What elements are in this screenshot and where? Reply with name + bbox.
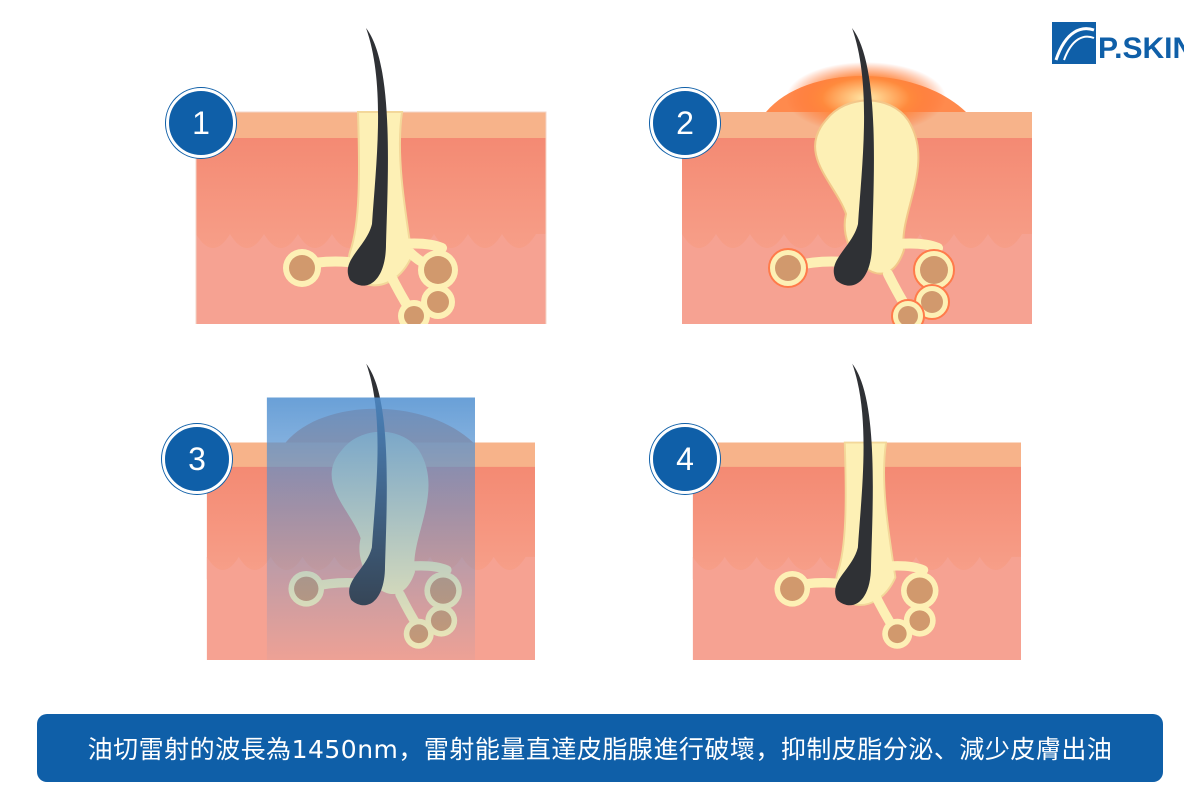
step-number-badge: 3 xyxy=(162,424,232,494)
step-3-panel xyxy=(190,360,550,660)
step-4-panel xyxy=(676,360,1036,660)
skin-cross-section-restored xyxy=(692,363,1021,660)
skin-cross-section-normal xyxy=(195,28,547,324)
step-number-badge: 1 xyxy=(166,88,236,158)
skin-cross-section-clogged xyxy=(682,28,1032,324)
hair-strand xyxy=(835,363,873,606)
step-number-badge: 2 xyxy=(650,88,720,158)
pskin-logo-icon: P.SKIN xyxy=(1052,22,1184,65)
sebaceous-gland xyxy=(283,249,458,324)
hair-strand xyxy=(347,28,388,286)
step-1-panel xyxy=(190,24,550,324)
sebaceous-gland xyxy=(774,570,939,649)
caption-bar: 油切雷射的波長為1450nm，雷射能量直達皮脂腺進行破壞，抑制皮脂分泌、減少皮膚… xyxy=(37,714,1163,782)
sebaceous-gland xyxy=(768,248,955,324)
logo-text: P.SKIN xyxy=(1098,32,1184,65)
skin-cross-section-laser xyxy=(206,363,535,660)
laser-beam-overlay xyxy=(266,397,475,660)
brand-logo: P.SKIN xyxy=(1052,20,1184,66)
hair-strand xyxy=(833,28,874,286)
caption-text: 油切雷射的波長為1450nm，雷射能量直達皮脂腺進行破壞，抑制皮脂分泌、減少皮膚… xyxy=(87,735,1113,764)
step-number-badge: 4 xyxy=(650,424,720,494)
step-2-panel xyxy=(676,24,1036,324)
